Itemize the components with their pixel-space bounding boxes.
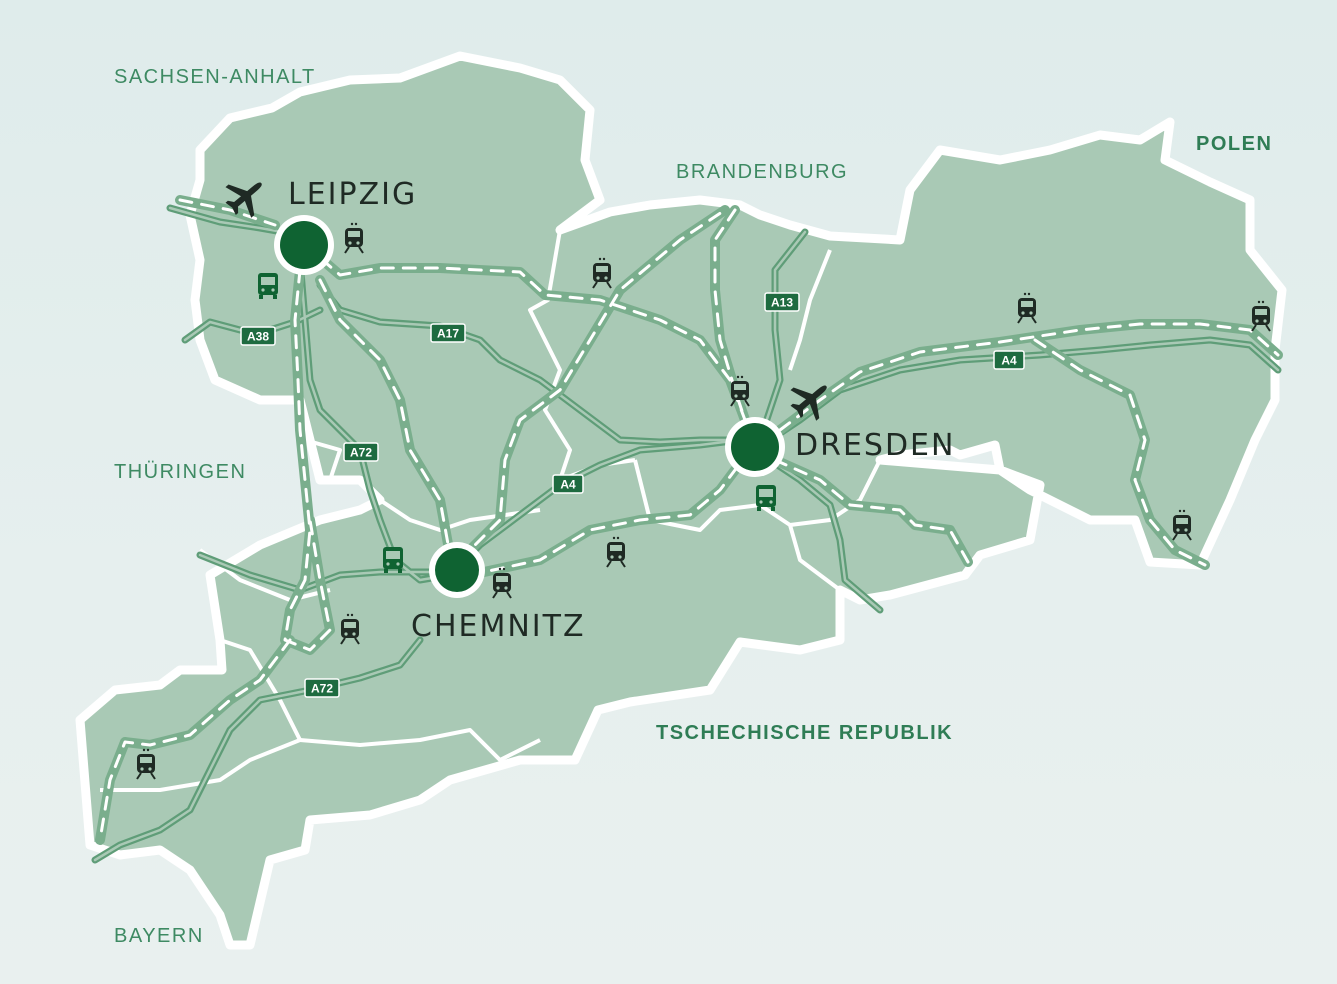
svg-text:A13: A13	[771, 296, 793, 310]
neighbor-label-tschechien: TSCHECHISCHE REPUBLIK	[656, 722, 953, 744]
city-marker	[274, 215, 334, 275]
highway-badge-a72-north: A72	[343, 442, 379, 462]
svg-text:A17: A17	[437, 327, 459, 341]
neighbor-label-polen: POLEN	[1196, 133, 1272, 155]
svg-text:A72: A72	[350, 446, 372, 460]
city-label-leipzig: LEIPZIG	[288, 177, 417, 212]
neighbor-label-brandenburg: BRANDENBURG	[676, 161, 848, 183]
svg-text:A72: A72	[311, 682, 333, 696]
city-label-dresden: DRESDEN	[795, 428, 955, 463]
highway-badge-a17: A17	[430, 323, 466, 343]
highway-badge-a72-south: A72	[304, 678, 340, 698]
highway-badge-a4-east: A4	[993, 350, 1025, 370]
highway-badge-a38: A38	[240, 326, 276, 346]
highway-badge-a4-mid: A4	[552, 474, 584, 494]
neighbor-label-sachsen-anhalt: SACHSEN-ANHALT	[114, 66, 316, 88]
neighbor-label-bayern: BAYERN	[114, 925, 204, 947]
rail-lines	[95, 195, 1283, 845]
highway-badge-a13: A13	[764, 292, 800, 312]
svg-text:A4: A4	[1001, 354, 1017, 368]
saxony-region	[75, 51, 1287, 950]
neighbor-label-thueringen: THÜRINGEN	[114, 461, 246, 483]
svg-text:A38: A38	[247, 330, 269, 344]
city-marker	[429, 542, 485, 598]
city-marker	[725, 417, 785, 477]
svg-text:A4: A4	[560, 478, 576, 492]
city-label-chemnitz: CHEMNITZ	[411, 609, 586, 644]
